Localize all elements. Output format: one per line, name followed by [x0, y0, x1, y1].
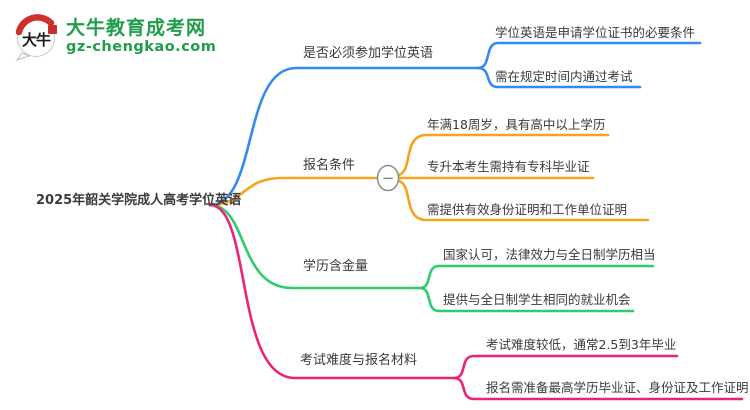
child-topic-1-2[interactable]: 需在规定时间内通过考试 [495, 69, 633, 84]
child-topic-3-1[interactable]: 国家认可，法律效力与全日制学历相当 [443, 247, 656, 262]
child-topic-2-2[interactable]: 专升本考生需持有专科毕业证 [427, 159, 590, 174]
central-topic[interactable]: 2025年韶关学院成人高考学位英语 [36, 193, 242, 208]
minus-icon: − [382, 169, 395, 187]
connector-branch-4-child-2 [452, 376, 744, 401]
svg-text:大牛: 大牛 [22, 31, 51, 49]
child-topic-1-1[interactable]: 学位英语是申请学位证书的必要条件 [495, 25, 696, 40]
branch-label-3[interactable]: 学历含金量 [303, 259, 369, 274]
child-topic-3-2[interactable]: 提供与全日制学生相同的就业机会 [443, 292, 631, 307]
connector-branch-1-child-1 [476, 41, 702, 70]
connector-branch-1 [208, 66, 480, 207]
logo-domain: gz-chengkao.com [66, 38, 217, 55]
logo-title: 大牛教育成考网 [66, 16, 207, 39]
site-logo: 大牛 大牛教育成考网 gz-chengkao.com [12, 13, 216, 61]
logo-bull-icon: 大牛 [12, 13, 60, 61]
connector-branch-3 [208, 203, 422, 290]
connector-branch-2 [208, 176, 378, 207]
child-topic-4-1[interactable]: 考试难度较低，通常2.5到3年毕业 [486, 337, 677, 352]
child-topic-2-3[interactable]: 需提供有效身份证明和工作单位证明 [427, 202, 628, 217]
connector-branch-4 [208, 203, 456, 380]
child-topic-4-2[interactable]: 报名需准备最高学历毕业证、身份证及工作证明 [486, 380, 749, 395]
branch-label-4[interactable]: 考试难度与报名材料 [300, 353, 418, 368]
connector-branch-3-child-2 [418, 286, 635, 313]
collapse-button[interactable]: − [376, 164, 400, 192]
branch-label-2[interactable]: 报名条件 [303, 158, 356, 173]
connector-branch-2-child-1 [397, 133, 610, 177]
connector-branch-1-child-2 [476, 66, 642, 89]
child-topic-2-1[interactable]: 年满18周岁，具有高中以上学历 [427, 117, 606, 132]
branch-label-1[interactable]: 是否必须参加学位英语 [303, 46, 434, 61]
connector-branch-3-child-1 [418, 264, 655, 290]
connector-branch-2-child-3 [397, 179, 650, 222]
connector-branch-4-child-1 [452, 354, 679, 380]
